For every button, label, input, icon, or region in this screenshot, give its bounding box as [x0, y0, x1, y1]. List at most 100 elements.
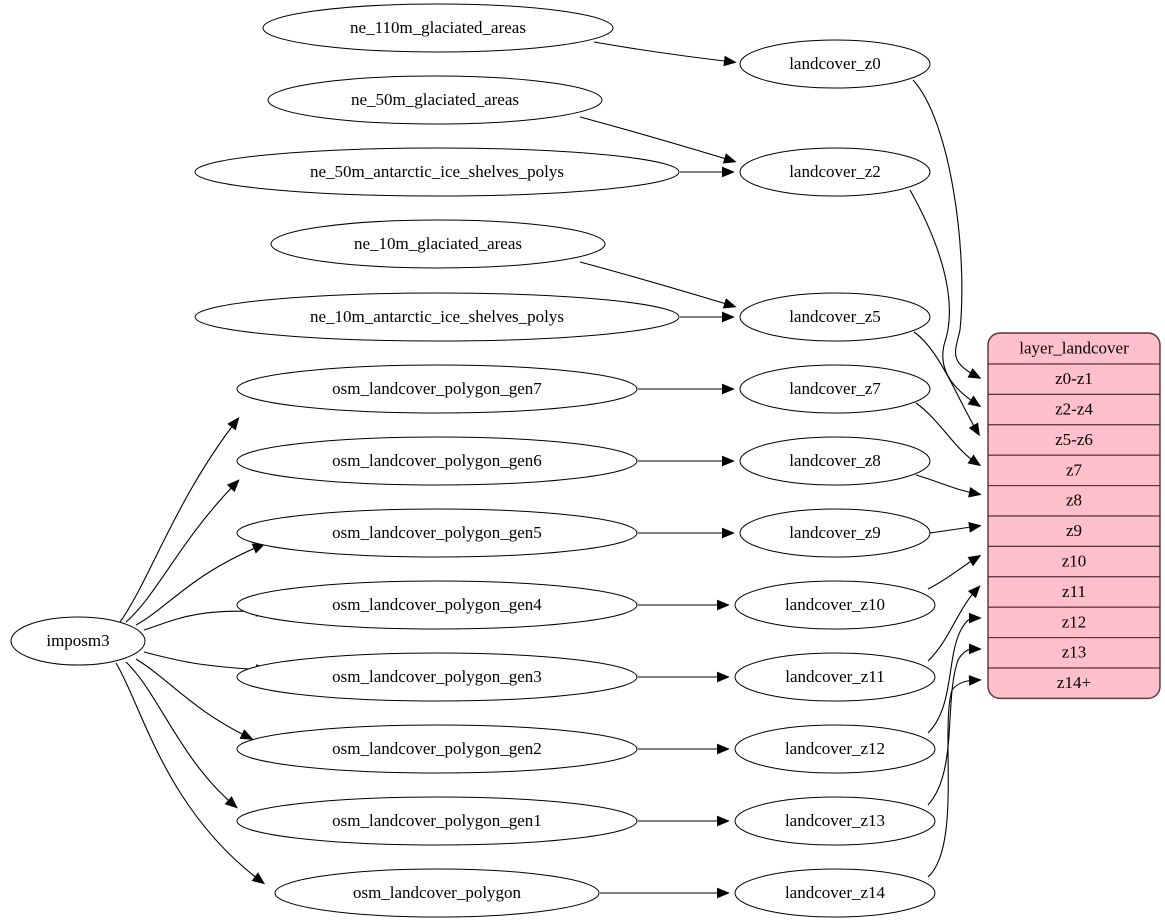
node-osm_landcover_polygon_gen6[interactable]: osm_landcover_polygon_gen6 — [236, 436, 638, 486]
edge-line — [909, 189, 979, 406]
source-table-node-ellipse — [262, 3, 614, 53]
node-label: landcover_z10 — [785, 595, 885, 614]
node-label: ne_50m_glaciated_areas — [351, 90, 519, 109]
arrowhead-icon — [967, 454, 982, 467]
node-landcover_z9[interactable]: landcover_z9 — [739, 508, 931, 558]
table-row-z11[interactable]: z11 — [988, 576, 1160, 608]
node-label: landcover_z11 — [785, 667, 884, 686]
node-label: ne_10m_antarctic_ice_shelves_polys — [310, 307, 564, 326]
table-row-rect — [988, 545, 1160, 578]
arrowhead-icon — [722, 153, 737, 164]
node-osm_landcover_polygon_gen5[interactable]: osm_landcover_polygon_gen5 — [236, 508, 638, 558]
node-landcover_z12[interactable]: landcover_z12 — [734, 724, 936, 774]
edge-landcover_z12-to-row_z12 — [927, 612, 982, 734]
node-landcover_z0[interactable]: landcover_z0 — [739, 39, 931, 89]
source-table-node-ellipse — [194, 292, 680, 342]
table-row-z2-z4[interactable]: z2-z4 — [988, 393, 1160, 426]
arrowhead-icon — [722, 455, 735, 467]
edge-landcover_z0-to-row_z0-z1 — [912, 79, 982, 379]
table-row-z12[interactable]: z12 — [988, 606, 1160, 639]
edges-layer — [115, 41, 982, 899]
table-row-z7[interactable]: z7 — [988, 454, 1160, 487]
edge-imposm3-to-osm_landcover_polygon — [115, 662, 266, 885]
node-label: osm_landcover_polygon — [353, 883, 522, 902]
source-node-ellipse — [10, 616, 146, 666]
node-landcover_z13[interactable]: landcover_z13 — [734, 796, 936, 846]
node-ne_10m_antarctic_ice_shelves_polys[interactable]: ne_10m_antarctic_ice_shelves_polys — [194, 292, 680, 342]
edge-landcover_z14-to-row_z14+ — [927, 675, 982, 878]
edge-osm_landcover_polygon_gen6-to-landcover_z8 — [638, 455, 735, 467]
node-label: ne_10m_glaciated_areas — [354, 234, 522, 253]
arrowhead-icon — [226, 479, 240, 493]
source-table-node-ellipse — [236, 724, 638, 774]
source-table-node-ellipse — [270, 219, 606, 269]
node-landcover_z5[interactable]: landcover_z5 — [739, 292, 931, 342]
edge-ne_50m_antarctic_ice_shelves_polys-to-landcover_z2 — [680, 166, 735, 178]
node-label: osm_landcover_polygon_gen6 — [332, 451, 542, 470]
node-landcover_z14[interactable]: landcover_z14 — [734, 868, 936, 918]
node-landcover_z8[interactable]: landcover_z8 — [739, 436, 931, 486]
edge-osm_landcover_polygon_gen3-to-landcover_z11 — [638, 671, 730, 683]
edge-imposm3-to-osm_landcover_polygon_gen1 — [125, 661, 238, 809]
arrowhead-icon — [717, 671, 730, 683]
node-osm_landcover_polygon[interactable]: osm_landcover_polygon — [274, 868, 600, 918]
node-landcover_z7[interactable]: landcover_z7 — [739, 364, 931, 414]
table-row-z0-z1[interactable]: z0-z1 — [988, 363, 1160, 395]
node-landcover_z10[interactable]: landcover_z10 — [734, 580, 936, 630]
arrowhead-icon — [722, 311, 735, 323]
table-row-label: z11 — [1062, 582, 1086, 601]
table-row-label: z5-z6 — [1055, 430, 1093, 449]
landcover-node-ellipse — [734, 724, 936, 774]
edge-line — [927, 648, 979, 806]
table-row-z9[interactable]: z9 — [988, 515, 1160, 547]
source-table-node-ellipse — [267, 75, 603, 125]
source-table-node-ellipse — [236, 652, 638, 702]
node-label: landcover_z0 — [789, 54, 881, 73]
landcover-node-ellipse — [734, 868, 936, 918]
node-imposm3[interactable]: imposm3 — [10, 616, 146, 666]
landcover-node-ellipse — [739, 364, 931, 414]
table-row-z10[interactable]: z10 — [988, 545, 1160, 578]
arrowhead-icon — [239, 729, 254, 740]
node-ne_110m_glaciated_areas[interactable]: ne_110m_glaciated_areas — [262, 3, 614, 53]
node-label: osm_landcover_polygon_gen1 — [332, 811, 542, 830]
table-row-z8[interactable]: z8 — [988, 485, 1160, 517]
edge-osm_landcover_polygon_gen2-to-landcover_z12 — [638, 743, 730, 755]
node-landcover_z2[interactable]: landcover_z2 — [739, 147, 931, 197]
node-label: osm_landcover_polygon_gen5 — [332, 523, 542, 542]
node-osm_landcover_polygon_gen3[interactable]: osm_landcover_polygon_gen3 — [236, 652, 638, 702]
landcover-node-ellipse — [739, 147, 931, 197]
source-table-node-ellipse — [194, 147, 680, 197]
node-ne_50m_glaciated_areas[interactable]: ne_50m_glaciated_areas — [267, 75, 603, 125]
node-ne_50m_antarctic_ice_shelves_polys[interactable]: ne_50m_antarctic_ice_shelves_polys — [194, 147, 680, 197]
node-osm_landcover_polygon_gen7[interactable]: osm_landcover_polygon_gen7 — [236, 364, 638, 414]
node-landcover_z11[interactable]: landcover_z11 — [734, 652, 936, 702]
node-osm_landcover_polygon_gen4[interactable]: osm_landcover_polygon_gen4 — [236, 580, 638, 630]
node-osm_landcover_polygon_gen1[interactable]: osm_landcover_polygon_gen1 — [236, 796, 638, 846]
edge-line — [135, 658, 251, 739]
node-ne_10m_glaciated_areas[interactable]: ne_10m_glaciated_areas — [270, 219, 606, 269]
node-label: landcover_z8 — [789, 451, 881, 470]
edge-line — [915, 474, 979, 495]
table-row-z5-z6[interactable]: z5-z6 — [988, 424, 1160, 456]
edge-landcover_z13-to-row_z13 — [927, 643, 982, 806]
edge-line — [927, 617, 979, 734]
table-header-label: layer_landcover — [1019, 338, 1129, 357]
edge-landcover_z9-to-row_z9 — [929, 522, 982, 534]
edge-osm_landcover_polygon_gen5-to-landcover_z9 — [638, 527, 735, 539]
arrowhead-icon — [717, 887, 730, 899]
edge-line — [913, 331, 979, 434]
edge-line — [115, 662, 263, 883]
table-row-z13[interactable]: z13 — [988, 636, 1160, 669]
arrowhead-icon — [717, 743, 730, 755]
node-osm_landcover_polygon_gen2[interactable]: osm_landcover_polygon_gen2 — [236, 724, 638, 774]
table-row-label: z0-z1 — [1055, 369, 1093, 388]
table-row-rect — [988, 636, 1160, 669]
table-row-z14+[interactable]: z14+ — [988, 667, 1160, 699]
node-label: landcover_z7 — [789, 379, 881, 398]
edge-line — [135, 544, 263, 626]
arrowhead-icon — [717, 599, 730, 611]
arrowhead-icon — [968, 422, 980, 437]
table-row-rect — [988, 667, 1160, 699]
